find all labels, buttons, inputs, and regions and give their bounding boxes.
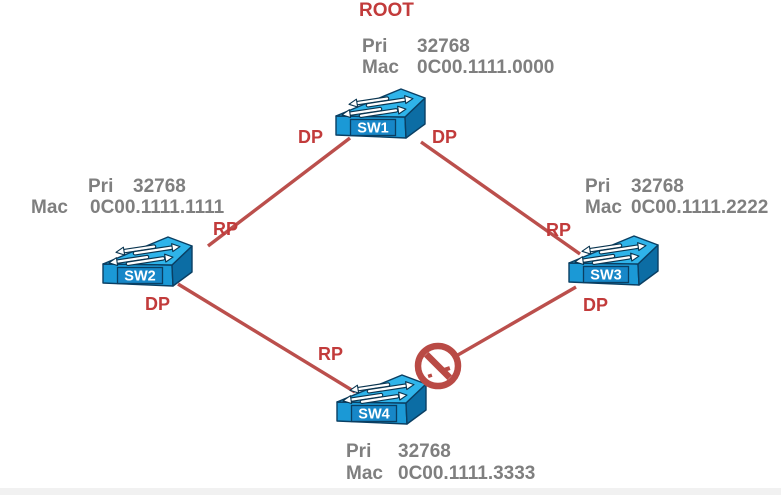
switch-sw4[interactable]: SW4 <box>336 374 428 426</box>
sw1-mac-row: Mac 0C00.1111.0000 <box>362 57 554 78</box>
mac-label: Mac <box>362 57 399 78</box>
sw4-priority-row: Pri 32768 <box>346 441 535 463</box>
sw2-priority-row: Pri 32768 <box>88 176 186 197</box>
switch-sw1[interactable]: SW1 <box>335 88 427 140</box>
switch-arrows-icon <box>342 381 415 405</box>
bottom-edge-strip <box>0 488 781 495</box>
port-label-sw2-dp: DP <box>145 294 171 314</box>
root-designation-label: ROOT <box>359 0 414 21</box>
sw4-mac-row: Mac 0C00.1111.3333 <box>346 463 535 485</box>
blocked-port-icon <box>414 342 462 390</box>
mac-label: Mac <box>585 197 622 218</box>
link-sw3-sw4[interactable] <box>436 285 577 369</box>
sw3-info: Pri 32768 Mac 0C00.1111.2222 <box>585 176 768 218</box>
port-label-sw3-rp: RP <box>546 220 572 240</box>
port-label-sw1-dp-right: DP <box>432 127 458 147</box>
sw3-priority-row: Pri 32768 <box>585 176 768 197</box>
switch-arrows-icon <box>108 243 181 267</box>
sw1-priority-row: Pri 32768 <box>362 36 554 57</box>
pri-label: Pri <box>585 176 611 197</box>
mac-label: Mac <box>346 463 383 484</box>
port-label-sw1-dp-left: DP <box>298 127 324 147</box>
mac-label: Mac <box>31 197 68 218</box>
sw1-info: Pri 32768 Mac 0C00.1111.0000 <box>362 36 554 78</box>
switch-sw3[interactable]: SW3 <box>568 235 660 287</box>
pri-label: Pri <box>88 176 114 197</box>
pri-label: Pri <box>362 36 388 57</box>
mac-value: 0C00.1111.2222 <box>631 197 769 218</box>
mac-value: 0C00.1111.0000 <box>417 57 555 78</box>
sw4-info: Pri 32768 Mac 0C00.1111.3333 <box>346 441 535 485</box>
switch-icon: SW1 <box>335 88 426 139</box>
switch-arrows-icon <box>574 242 647 266</box>
pri-value: 32768 <box>398 441 451 462</box>
switch-icon: SW4 <box>336 374 427 425</box>
switch-icon: SW2 <box>102 236 193 287</box>
sw2-mac-row: Mac 0C00.1111.1111 <box>31 197 224 218</box>
pri-value: 32768 <box>631 176 684 197</box>
sw3-mac-row: Mac 0C00.1111.2222 <box>585 197 768 218</box>
link-sw1-sw3[interactable] <box>420 140 581 256</box>
switch-icon: SW3 <box>568 235 659 286</box>
switch-label: SW2 <box>124 269 155 285</box>
switch-label: SW4 <box>358 407 389 423</box>
mac-value: 0C00.1111.1111 <box>90 197 225 218</box>
port-label-sw4-rp: RP <box>318 344 344 364</box>
switch-label: SW3 <box>590 268 621 284</box>
mac-value: 0C00.1111.3333 <box>398 463 536 484</box>
port-label-sw2-rp: RP <box>213 219 239 239</box>
pri-value: 32768 <box>417 36 470 57</box>
pri-label: Pri <box>346 441 372 462</box>
switch-label: SW1 <box>357 121 388 137</box>
switch-sw2[interactable]: SW2 <box>102 236 194 288</box>
switch-arrows-icon <box>341 95 414 119</box>
port-label-sw3-dp: DP <box>583 295 609 315</box>
pri-value: 32768 <box>133 176 186 197</box>
link-sw2-sw4[interactable] <box>177 282 356 394</box>
link-sw1-sw2[interactable] <box>206 136 352 248</box>
